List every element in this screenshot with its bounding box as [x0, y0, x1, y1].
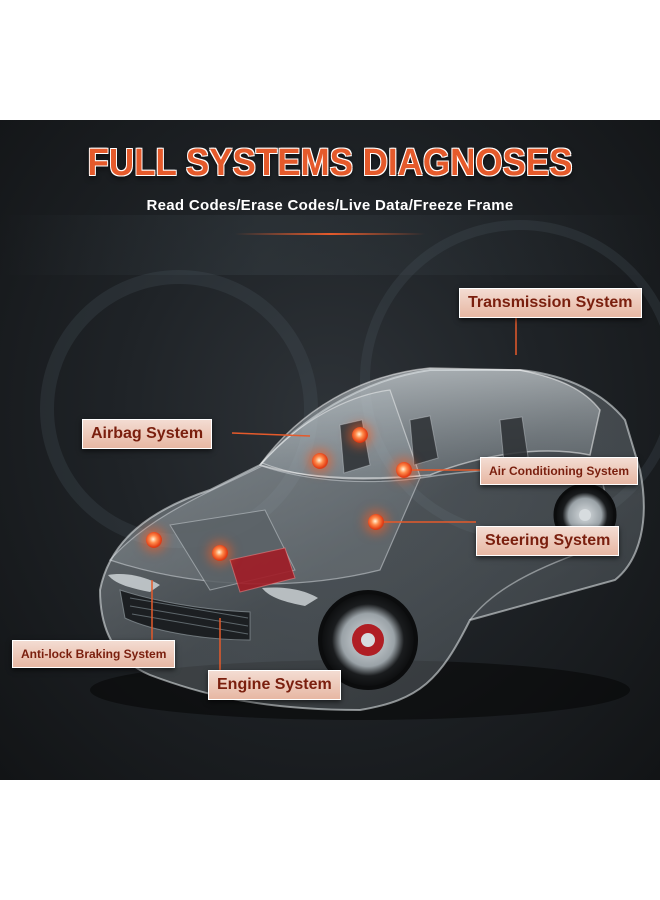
engine-cover-red	[229, 547, 296, 593]
hotspot-abs	[146, 532, 162, 548]
label-anti-lock-braking-system: Anti-lock Braking System	[12, 640, 176, 668]
hotspot-ac	[352, 427, 368, 443]
hotspot-ac	[396, 462, 412, 478]
front-wheel-hub	[361, 633, 375, 647]
headline: FULL SYSTEMS DIAGNOSES	[87, 142, 573, 184]
label-steering-system: Steering System	[476, 526, 620, 556]
label-transmission-system: Transmission System	[459, 288, 642, 318]
diagnostics-banner: FULL SYSTEMS DIAGNOSES Read Codes/Erase …	[0, 120, 660, 780]
label-engine-system: Engine System	[208, 670, 341, 700]
headlight	[108, 574, 160, 592]
label-airbag-system: Airbag System	[82, 419, 213, 449]
rear-wheel-hub	[579, 509, 591, 521]
hotspot-steering	[368, 514, 384, 530]
car-xray-illustration	[90, 316, 645, 720]
car-seat	[409, 415, 439, 466]
headlight	[262, 587, 318, 606]
callout-line-airbag	[231, 432, 311, 437]
hotspot-airbag	[312, 453, 328, 469]
divider-line	[235, 233, 425, 235]
hotspot-engine	[212, 545, 228, 561]
label-air-conditioning-system: Air Conditioning System	[480, 457, 639, 485]
subheadline: Read Codes/Erase Codes/Live Data/Freeze …	[146, 197, 514, 214]
